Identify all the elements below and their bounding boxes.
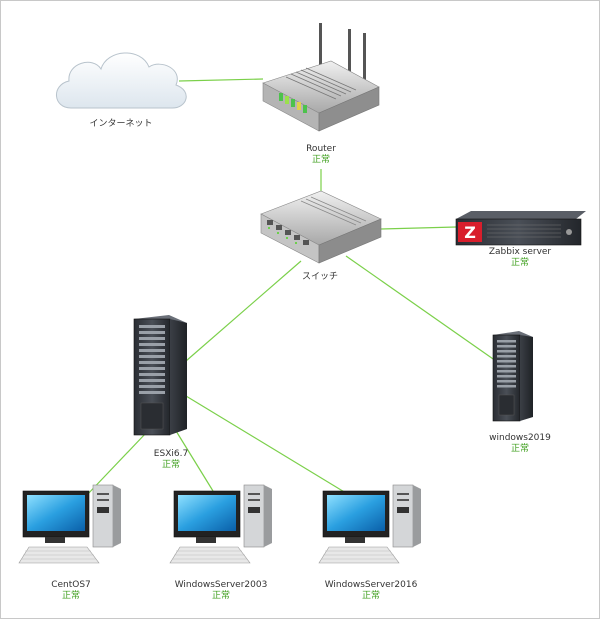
node-status: 正常: [211, 591, 231, 601]
node-status: 正常: [161, 460, 181, 470]
rack-server-icon: Z: [455, 211, 586, 246]
node-label: windows2019: [489, 433, 551, 443]
node-label: Zabbix server: [488, 247, 552, 257]
workstation-icon: [18, 484, 121, 564]
link-switch-zabbix: [380, 226, 457, 230]
node-label: WindowsServer2016: [324, 580, 418, 590]
node-status: 正常: [311, 155, 331, 165]
svg-text:Z: Z: [464, 223, 476, 242]
node-status: 正常: [61, 591, 81, 601]
link-internet-router: [178, 78, 264, 82]
link-esxi-ws2016: [185, 395, 347, 494]
node-label: CentOS7: [51, 580, 91, 590]
links: [85, 78, 497, 497]
node-status: 正常: [510, 258, 530, 268]
node-label: ESXi6.7: [153, 449, 189, 459]
link-esxi-ws2003: [172, 425, 214, 492]
node-label: スイッチ: [301, 272, 339, 282]
node-label: Router: [306, 144, 336, 154]
link-switch-win2019: [345, 255, 497, 362]
node-label: WindowsServer2003: [174, 580, 268, 590]
tower-server-icon: [133, 315, 187, 436]
router-icon: [262, 23, 380, 132]
link-switch-esxi: [185, 260, 302, 362]
workstation-icon: [318, 484, 421, 564]
node-status: 正常: [361, 591, 381, 601]
workstation-icon: [169, 484, 272, 564]
node-label: インターネット: [89, 119, 153, 129]
switch-icon: [260, 190, 382, 264]
node-status: 正常: [510, 444, 530, 454]
tower-server-icon: [492, 331, 533, 422]
cloud-icon: [56, 52, 187, 109]
